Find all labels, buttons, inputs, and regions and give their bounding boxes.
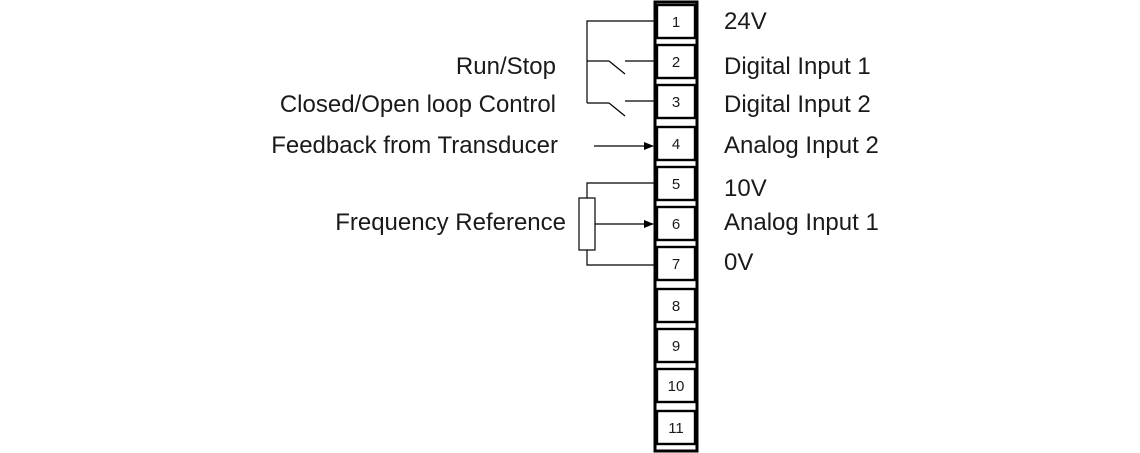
terminal-number: 3 — [672, 94, 680, 111]
run-stop-switch — [587, 60, 655, 75]
label-24v: 24V — [724, 8, 767, 35]
label-analog-input-2: Analog Input 2 — [724, 132, 879, 159]
bus-wire-24v — [586, 20, 655, 103]
label-feedback: Feedback from Transducer — [271, 132, 558, 159]
closed-open-switch — [587, 100, 655, 117]
terminal-number: 7 — [672, 256, 680, 273]
terminal-number: 10 — [668, 378, 685, 395]
label-analog-input-1: Analog Input 1 — [724, 209, 879, 236]
label-10v: 10V — [724, 175, 767, 202]
terminal-6: 6 — [655, 205, 697, 242]
terminal-strip — [653, 0, 699, 453]
label-0v: 0V — [724, 249, 753, 276]
terminal-number: 4 — [672, 136, 680, 153]
terminal-number: 8 — [672, 298, 680, 315]
label-frequency-reference: Frequency Reference — [335, 209, 566, 236]
terminal-4: 4 — [655, 125, 697, 162]
terminal-1: 1 — [655, 3, 697, 40]
label-run-stop: Run/Stop — [456, 53, 556, 80]
terminal-number: 6 — [672, 216, 680, 233]
terminal-11: 11 — [655, 409, 697, 446]
terminal-8: 8 — [655, 287, 697, 324]
terminal-number: 9 — [672, 338, 680, 355]
terminal-number: 5 — [672, 176, 680, 193]
terminal-10: 10 — [655, 367, 697, 404]
terminal-2: 2 — [655, 43, 697, 80]
terminal-5: 5 — [655, 165, 697, 202]
label-digital-input-1: Digital Input 1 — [724, 53, 871, 80]
terminal-3: 3 — [655, 83, 697, 120]
potentiometer — [578, 182, 655, 266]
terminal-9: 9 — [655, 327, 697, 364]
terminal-7: 7 — [655, 245, 697, 282]
terminal-number: 11 — [668, 420, 684, 437]
terminal-number: 1 — [672, 14, 680, 31]
label-closed-open-loop: Closed/Open loop Control — [280, 91, 556, 118]
label-digital-input-2: Digital Input 2 — [724, 91, 871, 118]
terminal-number: 2 — [672, 54, 680, 71]
